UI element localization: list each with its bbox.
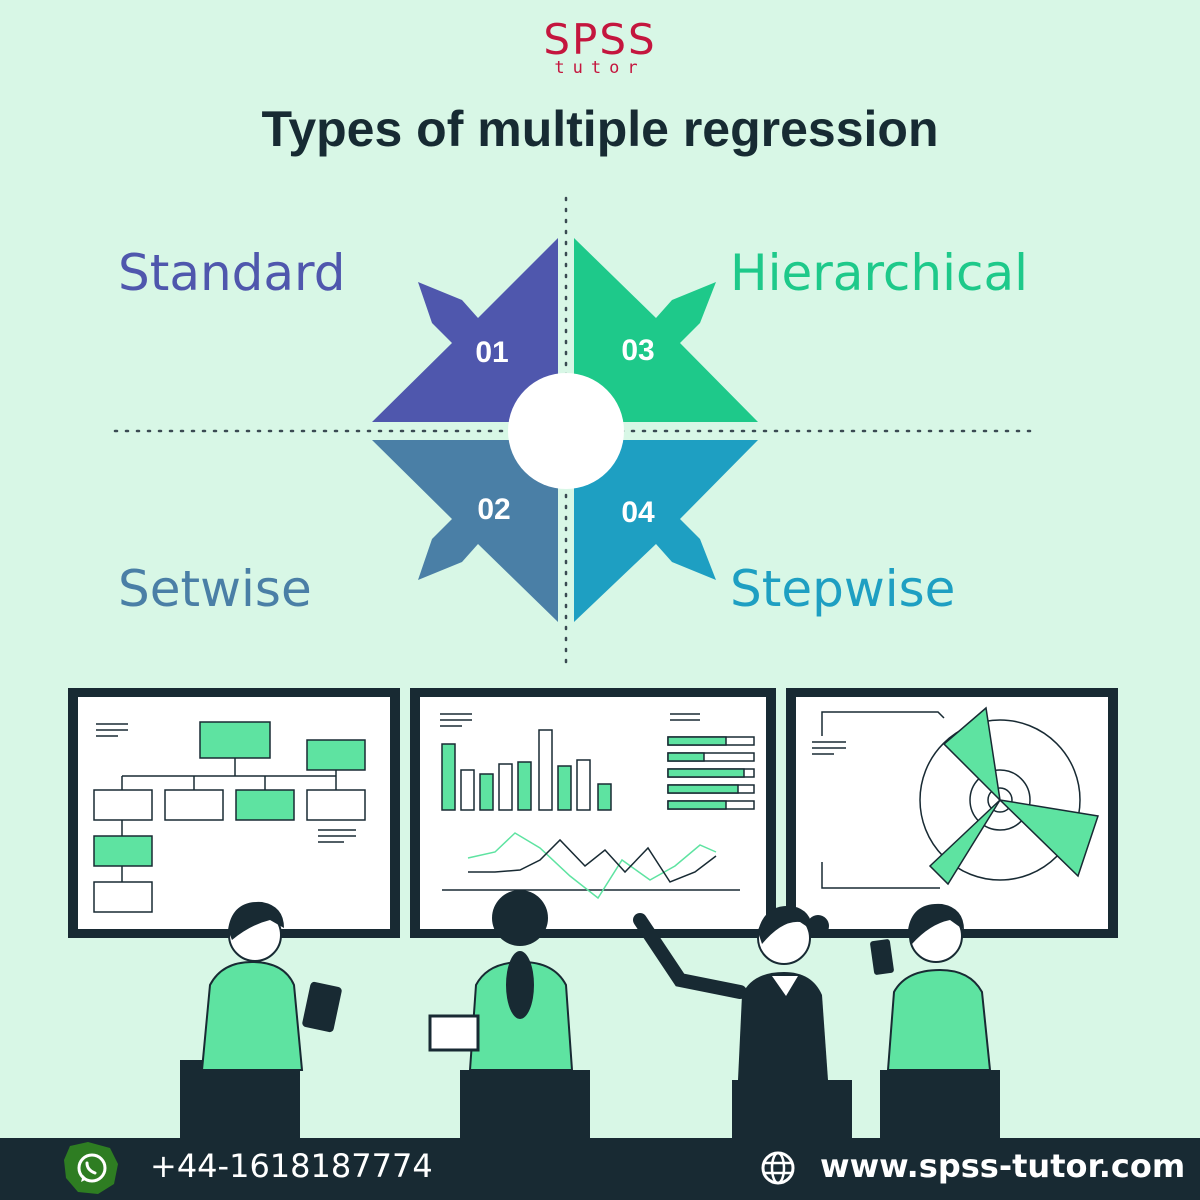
quadrant-03-number: 03	[621, 334, 654, 367]
center-circle	[508, 373, 624, 489]
logo-sub-text: tutor	[554, 58, 646, 78]
website-link[interactable]: www.spss-tutor.com	[820, 1147, 1186, 1185]
screen-bar-chart	[410, 688, 776, 938]
spss-tutor-logo: SPSS tutor	[0, 15, 1200, 78]
quadrant-01-shape	[372, 238, 558, 422]
label-standard: Standard	[118, 244, 346, 302]
label-hierarchical: Hierarchical	[730, 244, 1028, 302]
team-dashboard-illustration	[68, 688, 1118, 1138]
regression-types-diagram: 01 03 02 04	[113, 196, 1032, 664]
person-3	[633, 905, 852, 1138]
phone-number[interactable]: +44-1618187774	[150, 1147, 433, 1185]
quadrant-02-shape	[372, 440, 558, 622]
whatsapp-icon[interactable]	[62, 1140, 122, 1196]
label-setwise: Setwise	[118, 560, 312, 618]
label-stepwise: Stepwise	[730, 560, 956, 618]
logo-main-text: SPSS	[543, 15, 657, 64]
page-title: Types of multiple regression	[261, 101, 939, 157]
quadrant-02-number: 02	[477, 493, 510, 526]
person-4	[870, 903, 1000, 1138]
person-2	[428, 890, 590, 1138]
quadrant-01-number: 01	[475, 336, 508, 369]
person-1	[180, 901, 342, 1138]
quadrant-04-number: 04	[621, 496, 655, 529]
screen-polar-chart	[786, 688, 1118, 938]
contact-footer	[0, 1138, 1200, 1200]
screen-org-chart	[68, 688, 400, 938]
quadrant-03-shape	[574, 238, 758, 422]
globe-icon	[761, 1151, 795, 1185]
quadrant-04-shape	[574, 440, 758, 622]
